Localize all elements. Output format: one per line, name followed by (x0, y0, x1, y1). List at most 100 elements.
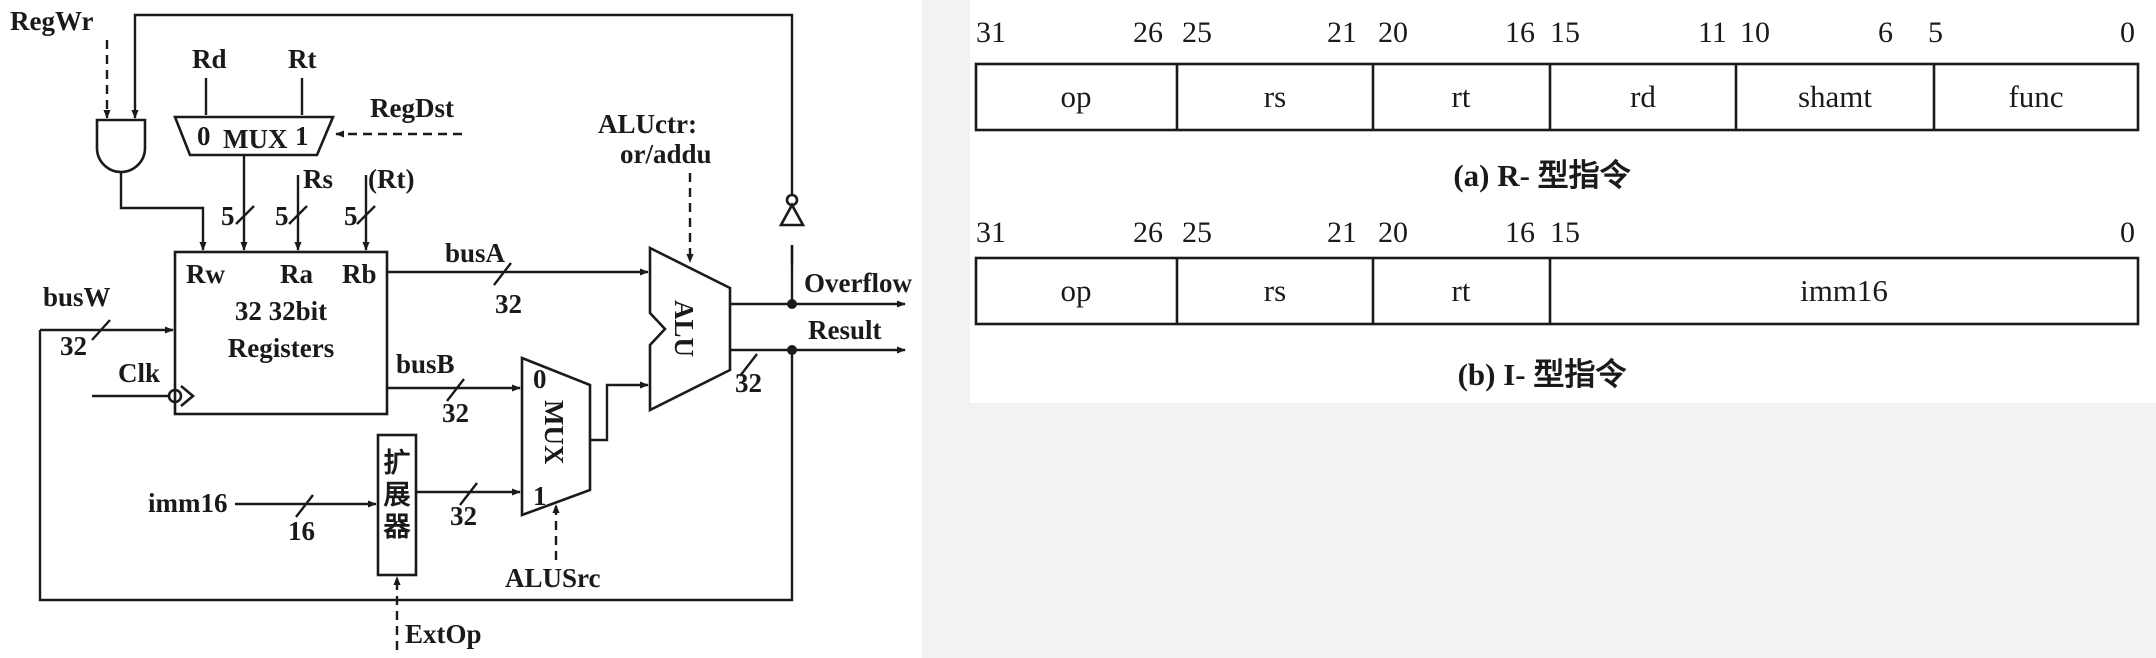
busb-width-slash (446, 378, 465, 402)
i-bit-21: 21 (1327, 216, 1357, 249)
i-field-rt: rt (1452, 273, 1471, 308)
dst-mux (173, 115, 335, 157)
i-bit-25: 25 (1182, 216, 1212, 249)
i-bit-20: 20 (1378, 216, 1408, 249)
ra-port-label: Ra (280, 259, 313, 289)
imm16-width: 16 (288, 516, 315, 546)
busa-label: busA (445, 238, 506, 268)
r-bit-26: 26 (1133, 16, 1163, 49)
i-bit-31: 31 (976, 216, 1006, 249)
ext-out-width: 32 (450, 501, 477, 531)
busb-label: busB (396, 349, 455, 379)
dst-mux-sel1: 1 (295, 121, 309, 151)
r-bit-11: 11 (1698, 16, 1727, 49)
i-bit-16: 16 (1505, 216, 1535, 249)
r-field-func: func (2008, 79, 2063, 114)
busa-width: 32 (495, 289, 522, 319)
ra-width: 5 (275, 201, 289, 231)
src-mux-title: MUX (539, 400, 569, 465)
result-writeback-wire (38, 330, 794, 602)
ext-out-width-slash (459, 482, 478, 506)
i-type-format: op rs rt imm16 (974, 256, 2140, 326)
r-field-op: op (1061, 79, 1092, 114)
r-bit-21: 21 (1327, 16, 1357, 49)
formats-panel: 31 26 25 21 20 16 15 11 10 6 5 0 (970, 0, 2156, 403)
r-bit-25: 25 (1182, 16, 1212, 49)
r-type-bit-labels: 31 26 25 21 20 16 15 11 10 6 5 0 (976, 16, 2135, 49)
busa-width-slash (493, 262, 512, 286)
aluctr-label-2: or/addu (620, 139, 712, 169)
rw-width: 5 (221, 201, 235, 231)
rw-width-slash (235, 205, 255, 225)
r-field-rs: rs (1264, 79, 1286, 114)
i-field-imm16: imm16 (1800, 273, 1888, 308)
result-label: Result (808, 315, 882, 345)
i-type-frame (974, 256, 2140, 326)
overflow-feedback-wire (131, 13, 794, 195)
r-bit-10: 10 (1740, 16, 1770, 49)
busw-width: 32 (60, 331, 87, 361)
sign-extender (376, 433, 418, 577)
alu-title: ALU (669, 300, 699, 357)
i-bit-15: 15 (1550, 216, 1580, 249)
extender-char-3: 器 (383, 512, 412, 542)
rb-port-label: Rb (342, 259, 377, 289)
rs-label: Rs (303, 164, 333, 194)
clk-edge-marker (180, 385, 196, 407)
datapath-panel: RegWr Rd Rt 0 MUX 1 RegDst 5 (0, 0, 922, 658)
overflow-label: Overflow (804, 268, 912, 298)
r-type-frame (974, 62, 2140, 132)
alusrc-label: ALUSrc (505, 563, 601, 593)
r-bit-6: 6 (1878, 16, 1893, 49)
clk-bubble (167, 388, 183, 404)
regdst-label: RegDst (370, 93, 454, 123)
r-type-format: op rs rt rd shamt func (974, 62, 2140, 132)
regwr-label: RegWr (10, 6, 93, 36)
busw-width-slash (91, 319, 111, 341)
extender-char-2: 展 (384, 480, 411, 510)
extop-label: ExtOp (405, 619, 482, 649)
i-type-caption: (b) I- 型指令 (1458, 357, 1628, 392)
rb-width-slash (356, 205, 376, 225)
imm16-width-slash (295, 494, 314, 518)
r-bit-0: 0 (2120, 16, 2135, 49)
clk-label: Clk (118, 358, 160, 388)
i-bit-0: 0 (2120, 216, 2135, 249)
dst-mux-sel0: 0 (197, 121, 211, 151)
dst-mux-title: MUX (223, 124, 288, 154)
r-bit-31: 31 (976, 16, 1006, 49)
i-bit-26: 26 (1133, 216, 1163, 249)
rw-port-label: Rw (186, 259, 225, 289)
and-to-rw-wire (119, 172, 207, 251)
dst-mux-rt-label: Rt (288, 44, 317, 74)
src-mux-sel1: 1 (533, 481, 547, 511)
i-type-bit-labels: 31 26 25 21 20 16 15 0 (976, 216, 2135, 249)
rt-paren-label: (Rt) (368, 164, 414, 194)
r-type-caption: (a) R- 型指令 (1453, 158, 1631, 193)
r-bit-20: 20 (1378, 16, 1408, 49)
src-mux-out-wire (590, 381, 649, 442)
extender-char-1: 扩 (384, 448, 411, 478)
result-junction (787, 345, 797, 355)
r-field-rt: rt (1452, 79, 1471, 114)
r-bit-5: 5 (1928, 16, 1943, 49)
result-width-slash (739, 353, 758, 377)
register-file (173, 250, 389, 416)
aluctr-label-1: ALUctr: (598, 109, 697, 139)
alu-src-mux (520, 356, 592, 517)
imm16-label: imm16 (148, 488, 227, 518)
rb-width: 5 (344, 201, 358, 231)
regfile-title-2: Registers (228, 333, 334, 363)
ra-width-slash (288, 205, 308, 225)
busw-label: busW (43, 282, 111, 312)
result-width: 32 (735, 368, 762, 398)
dst-mux-rd-label: Rd (192, 44, 227, 74)
i-field-rs: rs (1264, 273, 1286, 308)
datapath-diagram: RegWr Rd Rt 0 MUX 1 RegDst 5 (10, 6, 912, 650)
r-field-rd: rd (1630, 79, 1656, 114)
r-bit-15: 15 (1550, 16, 1580, 49)
instruction-formats: 31 26 25 21 20 16 15 11 10 6 5 0 (974, 16, 2140, 392)
r-bit-16: 16 (1505, 16, 1535, 49)
src-mux-sel0: 0 (533, 364, 547, 394)
